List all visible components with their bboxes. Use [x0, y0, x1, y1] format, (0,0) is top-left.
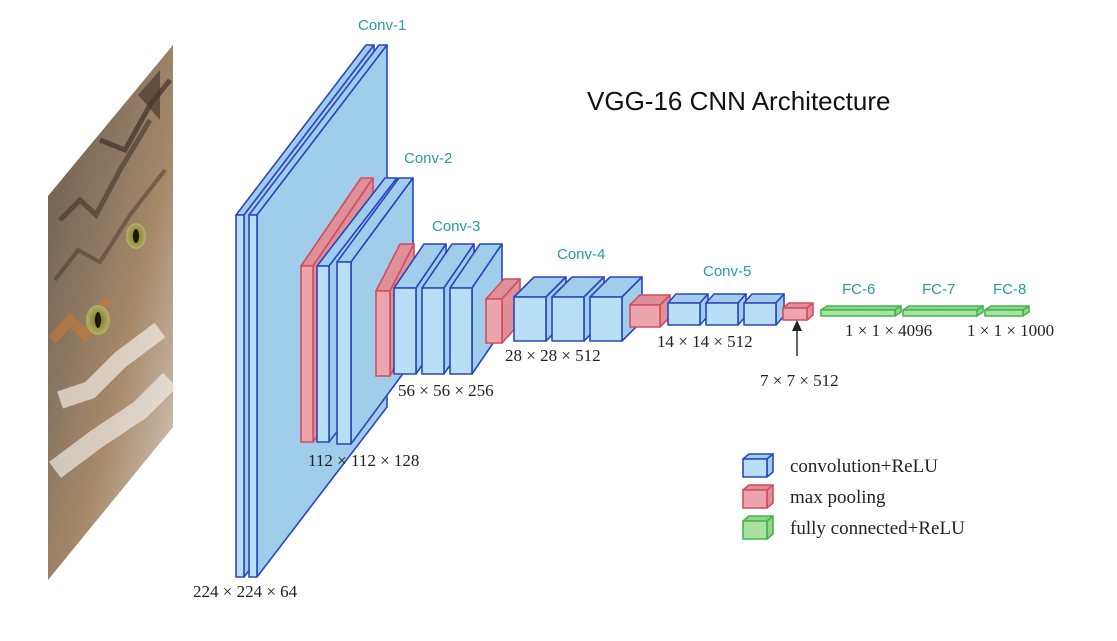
dim-label-fc8: 1 × 1 × 1000 [967, 321, 1054, 340]
input-cat-image [48, 45, 178, 580]
legend-label-pool: max pooling [790, 487, 886, 508]
stage-label-conv2: Conv-2 [404, 150, 452, 167]
layer-blocks [235, 44, 1030, 578]
dim-label-conv1: 224 × 224 × 64 [193, 582, 298, 601]
stage-label-conv3: Conv-3 [432, 218, 480, 235]
legend-swatch-fc-icon [742, 515, 774, 540]
stage-labels: Conv-1 Conv-2 Conv-3 Conv-4 Conv-5 FC-6 … [358, 17, 1026, 298]
fc7-layer [902, 305, 984, 317]
legend-swatch-pool-icon [742, 484, 774, 509]
dim-label-fc6: 1 × 1 × 4096 [845, 321, 932, 340]
pool4-layer [629, 294, 671, 328]
dim-label-conv2: 112 × 112 × 128 [308, 451, 419, 470]
stage-label-conv4: Conv-4 [557, 246, 605, 263]
cat-ear-icon [138, 70, 160, 120]
stage-label-fc8: FC-8 [993, 281, 1026, 298]
stage-label-conv1: Conv-1 [358, 17, 406, 34]
fc8-layer [984, 305, 1030, 317]
stage-label-fc7: FC-7 [922, 281, 955, 298]
conv5-layer-b [705, 293, 747, 326]
legend-label-conv: convolution+ReLU [790, 456, 938, 477]
conv5-layer-c [743, 293, 785, 326]
fc6-layer [820, 305, 902, 317]
legend: convolution+ReLU max pooling fully conne… [742, 453, 965, 540]
pool5-layer [782, 302, 814, 321]
conv5-layer-a [667, 293, 709, 326]
dim-label-conv4: 28 × 28 × 512 [505, 346, 601, 365]
dim-label-conv5: 14 × 14 × 512 [657, 332, 753, 351]
legend-label-fc: fully connected+ReLU [790, 518, 965, 539]
diagram-title: VGG-16 CNN Architecture [587, 86, 890, 116]
stage-label-fc6: FC-6 [842, 281, 875, 298]
pool5-pointer-arrow [792, 320, 802, 356]
stage-label-conv5: Conv-5 [703, 263, 751, 280]
dim-label-conv3: 56 × 56 × 256 [398, 381, 494, 400]
dim-label-pool5: 7 × 7 × 512 [760, 371, 839, 390]
dimension-labels: 224 × 224 × 64 112 × 112 × 128 56 × 56 ×… [193, 321, 1054, 601]
legend-swatch-conv-icon [742, 453, 774, 478]
